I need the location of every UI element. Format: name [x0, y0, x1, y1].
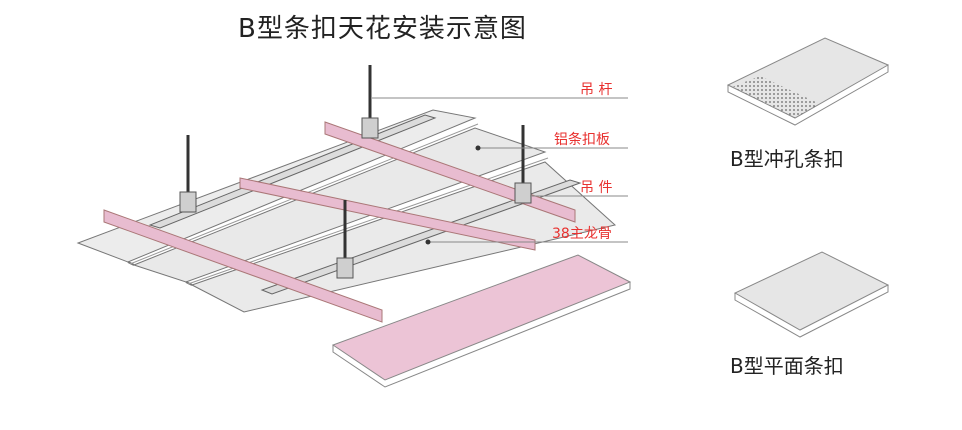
hanger-clips	[179, 117, 532, 279]
flat-strip-caption: B型平面条扣	[730, 354, 844, 378]
leader-dot-panel	[475, 145, 481, 151]
strip-panel-3	[190, 161, 617, 313]
label-hanger: 吊 件	[580, 180, 612, 196]
accent-panel-fold	[332, 282, 631, 388]
label-rod: 吊 杆	[580, 82, 612, 98]
flat-strip-lip	[734, 285, 889, 338]
flat-strip-face	[733, 251, 890, 331]
label-panel: 铝条扣板	[554, 131, 610, 148]
carrier-strip-3	[239, 177, 536, 251]
carrier-strip-1	[103, 209, 383, 323]
hanger-clip-2	[179, 191, 197, 213]
perforated-strip-holes	[732, 76, 820, 118]
perforated-strip-caption: B型冲孔条扣	[730, 147, 844, 171]
leader-lines	[372, 97, 628, 245]
flat-strip-illustration	[733, 251, 890, 338]
hanger-clip-1	[361, 117, 379, 139]
leader-dot-keel	[425, 239, 431, 245]
diagram-title: B型条扣天花安装示意图	[238, 14, 527, 44]
perforated-strip-lip	[727, 65, 889, 126]
hanger-clip-4	[336, 257, 354, 279]
hanger-clip-3	[514, 182, 532, 204]
accent-panel	[331, 254, 632, 388]
carrier-strip-2	[324, 121, 576, 223]
carrier-strips	[103, 121, 576, 323]
perforated-strip-illustration	[726, 37, 890, 126]
label-keel: 38主龙骨	[552, 226, 612, 242]
hanger-rods	[186, 65, 525, 258]
